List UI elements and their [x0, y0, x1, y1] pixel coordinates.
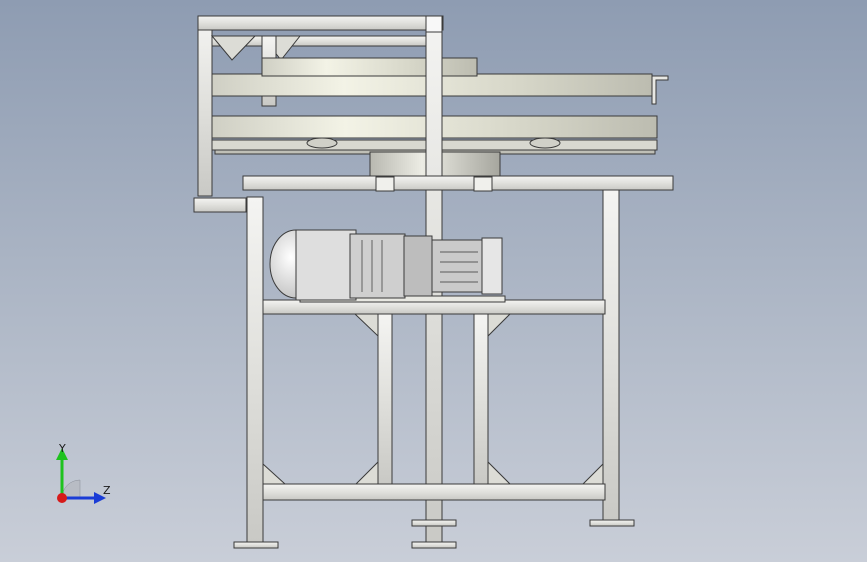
stand-right-leg [602, 189, 620, 521]
left-bracket [193, 197, 247, 213]
frame-brace [210, 35, 257, 61]
stand-bottom-rail [262, 483, 606, 501]
foot-right [589, 519, 635, 527]
foot-left [233, 541, 279, 549]
platform-beam [242, 175, 674, 191]
foot-center [411, 519, 457, 527]
coordinate-triad[interactable]: Y Z [48, 440, 118, 510]
axis-arrows-icon [56, 448, 106, 504]
motor-body [295, 229, 357, 301]
frame-top-beam [197, 15, 444, 31]
gearbox [431, 239, 483, 293]
stand-left-leg [246, 196, 264, 543]
axis-z-label: Z [103, 484, 111, 497]
frame-left-upright [197, 15, 213, 197]
axis-y-label: Y [59, 442, 66, 455]
